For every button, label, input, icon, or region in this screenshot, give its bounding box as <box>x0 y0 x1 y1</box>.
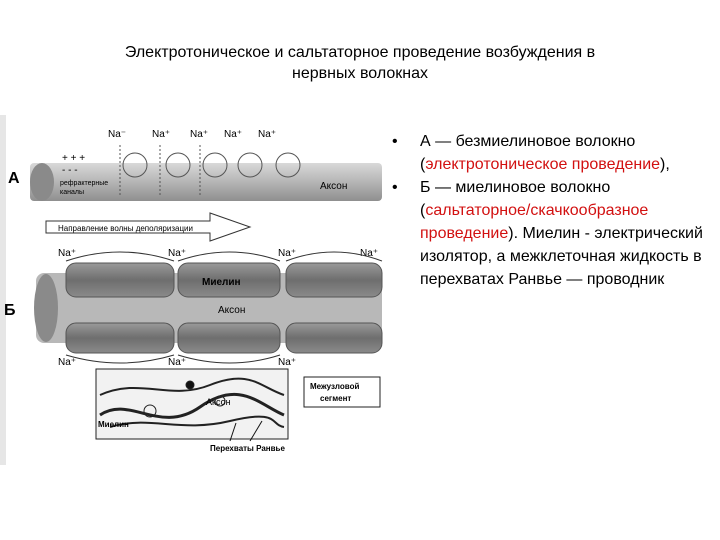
myelin-segment <box>177 322 281 354</box>
myelin-segment <box>65 322 175 354</box>
figure-edge <box>0 115 6 465</box>
myelin-segment <box>65 262 175 298</box>
na-row-a: Na⁻ Na⁺ Na⁺ Na⁺ Na⁺ <box>108 129 276 140</box>
axon-b-label: Аксон <box>218 305 245 316</box>
micro-myelin-label: Миелин <box>98 420 129 429</box>
dashed-lines-a <box>119 145 201 197</box>
myelin-segment <box>285 322 383 354</box>
myelin-segment <box>177 262 281 298</box>
myelin-b-label: Миелин <box>202 277 241 288</box>
micrograph <box>95 368 289 440</box>
depolarization-arrow <box>45 212 252 242</box>
bullet-a-tail: ), <box>660 156 670 173</box>
na-b-top-3: Na⁺ <box>278 248 296 259</box>
nodes-label: Перехваты Ранвье <box>210 444 285 453</box>
bullet-b-tail: ). Миелин - электрический изолятор, а ме… <box>420 225 703 288</box>
label-a: А <box>8 170 20 187</box>
charges-a-mid: - - - <box>62 165 78 176</box>
title-line-1: Электротоническое и сальтаторное проведе… <box>124 44 596 61</box>
arrow-label: Направление волны деполяризации <box>58 224 193 233</box>
saltatory-arcs <box>65 251 383 364</box>
na-b-bot-3: Na⁺ <box>278 357 296 368</box>
internode-line-2: сегмент <box>320 394 351 403</box>
internode-box <box>303 376 381 408</box>
na-a-1: Na⁻ <box>108 129 126 140</box>
micro-axon-label: Аксон <box>206 397 231 407</box>
na-b-top-2: Na⁺ <box>168 248 186 259</box>
axon-b-end <box>34 274 58 342</box>
current-loops-a <box>122 152 301 178</box>
axon-a-end <box>30 163 54 201</box>
na-row-b-bottom: Na⁺ Na⁺ Na⁺ <box>58 357 296 368</box>
bullet-marker: • <box>392 179 398 196</box>
bullet-list: • А — безмиелиновое волокно (электротони… <box>392 130 712 291</box>
bullet-b-highlight: сальтаторное/скачкообразное проведение <box>420 202 649 242</box>
na-b-top-4: Na⁺ <box>360 248 378 259</box>
internode-line-1: Межузловой <box>310 382 359 391</box>
na-b-top-1: Na⁺ <box>58 248 76 259</box>
bullet-marker: • <box>392 133 398 150</box>
na-a-3: Na⁺ <box>190 129 208 140</box>
label-b: Б <box>4 302 16 319</box>
myelin-segment <box>285 262 383 298</box>
charges-a-top: + + + <box>62 153 85 164</box>
myelin-segments <box>65 262 383 354</box>
axon-a-tube <box>30 163 382 201</box>
micrograph-texture <box>99 377 285 428</box>
nerve-fiber-figure: А Na⁻ Na⁺ Na⁺ Na⁺ Na⁺ + + + - - - рефрак… <box>0 115 383 465</box>
bullet-item-b: • Б — миелиновое волокно (сальтаторное/с… <box>392 176 712 291</box>
bullet-a-text: А — безмиелиновое волокно ( <box>420 133 636 173</box>
bullet-b-text: Б — миелиновое волокно ( <box>420 179 611 219</box>
node-pointer <box>249 420 263 442</box>
refractory-line-2: каналы <box>60 189 84 196</box>
bullet-a-highlight: электротоническое проведение <box>425 156 661 173</box>
na-row-b-top: Na⁺ Na⁺ Na⁺ Na⁺ <box>58 248 378 259</box>
na-b-bot-1: Na⁺ <box>58 357 76 368</box>
na-a-5: Na⁺ <box>258 129 276 140</box>
title-line-2: нервных волокнах <box>292 65 428 82</box>
node-pointer <box>229 422 237 442</box>
refractory-line-1: рефрактерные <box>60 180 108 187</box>
na-a-4: Na⁺ <box>224 129 242 140</box>
na-a-2: Na⁺ <box>152 129 170 140</box>
slide-title: Электротоническое и сальтаторное проведе… <box>40 42 680 84</box>
bullet-item-a: • А — безмиелиновое волокно (электротони… <box>392 130 712 176</box>
axon-a-label: Аксон <box>320 181 347 192</box>
na-b-bot-2: Na⁺ <box>168 357 186 368</box>
